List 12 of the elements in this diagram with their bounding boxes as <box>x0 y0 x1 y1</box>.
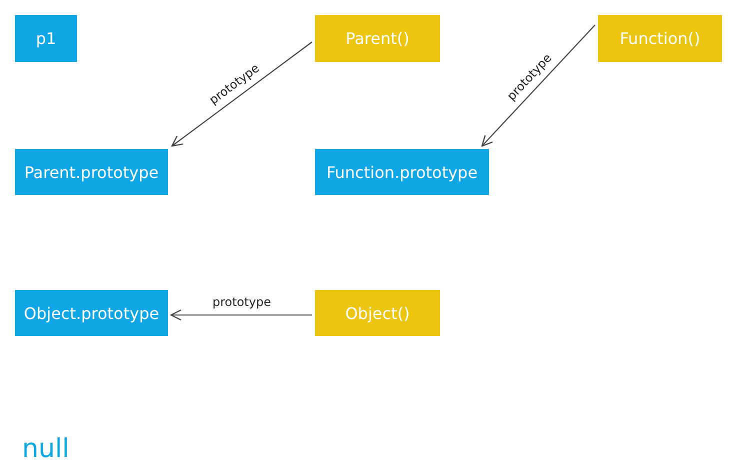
arrow <box>481 24 596 147</box>
constructor-box: Function() <box>598 15 722 62</box>
edge-label: prototype <box>210 295 273 309</box>
object-box: Object.prototype <box>15 290 168 336</box>
constructor-box: Object() <box>315 290 440 336</box>
constructor-box: Parent() <box>315 15 440 62</box>
object-box: Function.prototype <box>315 149 489 195</box>
arrow <box>170 309 312 321</box>
object-box: p1 <box>15 15 77 62</box>
object-box: Parent.prototype <box>15 149 168 195</box>
arrow <box>171 42 312 147</box>
null-label: null <box>22 434 70 464</box>
